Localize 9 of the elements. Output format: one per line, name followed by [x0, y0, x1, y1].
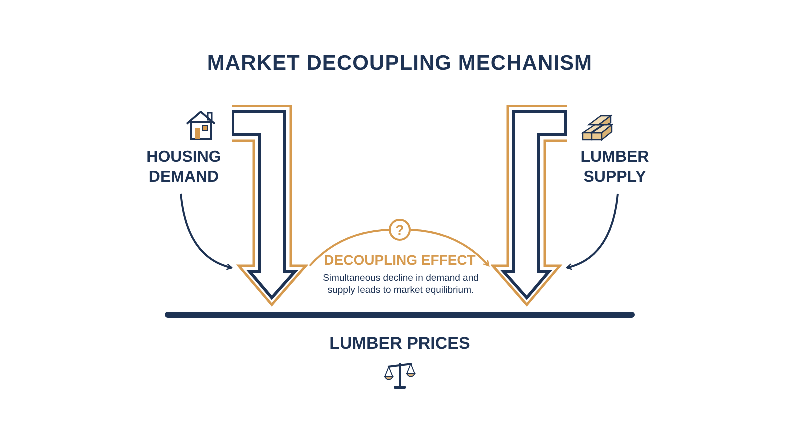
curved-arrow	[180, 194, 233, 270]
node-label: HOUSING DEMAND	[144, 146, 224, 190]
axis-label: LUMBER PRICES	[328, 334, 472, 354]
curved-arrow	[410, 229, 490, 267]
effect-heading: DECOUPLING EFFECT	[323, 252, 477, 268]
node-label: LUMBER SUPPLY	[575, 146, 655, 190]
title: MARKET DECOUPLING MECHANISM	[207, 51, 593, 77]
curved-arrow	[566, 194, 619, 270]
effect-description: Simultaneous decline in demand and supply leads to market equilibrium.	[322, 273, 480, 297]
